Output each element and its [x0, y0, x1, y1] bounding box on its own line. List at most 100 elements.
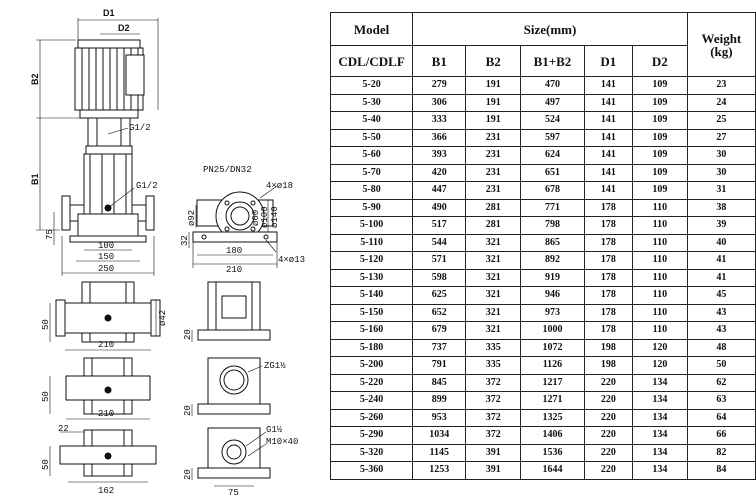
pump-front-view — [61, 39, 155, 243]
dim-d100: ø100 — [260, 206, 270, 228]
cell-d2: 109 — [631, 181, 688, 200]
cell-weight: 24 — [686, 93, 756, 112]
cell-b1b2: 1000 — [520, 321, 585, 340]
cell-b1b2: 865 — [520, 233, 585, 252]
header-b1: B1 — [412, 45, 467, 77]
cell-b1: 393 — [412, 146, 467, 165]
dim-v4-162: 162 — [98, 486, 114, 496]
dim-v4-50: 50 — [41, 459, 51, 470]
dim-v4-75: 75 — [228, 488, 239, 498]
cell-d2: 120 — [631, 356, 688, 375]
dim-210: 210 — [226, 265, 242, 275]
cell-d2: 110 — [631, 303, 688, 322]
cell-weight: 38 — [686, 198, 756, 217]
header-d1: D1 — [583, 45, 633, 77]
cell-weight: 23 — [686, 76, 756, 95]
cell-d1: 141 — [583, 146, 633, 165]
cell-d1: 198 — [583, 338, 633, 357]
cell-b2: 281 — [465, 198, 522, 217]
cell-d1: 198 — [583, 356, 633, 375]
dim-250: 250 — [98, 264, 114, 274]
cell-d2: 134 — [631, 461, 688, 480]
cell-b1: 899 — [412, 391, 467, 410]
cell-model: 5-360 — [329, 461, 414, 480]
cell-b1: 1145 — [412, 443, 467, 462]
cell-b1: 333 — [412, 111, 467, 130]
cell-weight: 39 — [686, 216, 756, 235]
cell-b1: 544 — [412, 233, 467, 252]
header-model: Model — [329, 12, 414, 46]
cell-d2: 109 — [631, 111, 688, 130]
cell-d1: 178 — [583, 216, 633, 235]
cell-b1b2: 892 — [520, 251, 585, 270]
cell-b1: 1034 — [412, 426, 467, 445]
dim-v3-210: 210 — [98, 409, 114, 419]
cell-weight: 43 — [686, 303, 756, 322]
cell-b1b2: 497 — [520, 93, 585, 112]
dim-v4-m: M10×40 — [266, 437, 298, 447]
cell-b1b2: 624 — [520, 146, 585, 165]
cell-b1: 490 — [412, 198, 467, 217]
cell-b2: 321 — [465, 286, 522, 305]
cell-d1: 220 — [583, 443, 633, 462]
cell-d2: 110 — [631, 233, 688, 252]
cell-b2: 231 — [465, 163, 522, 182]
cell-b2: 321 — [465, 251, 522, 270]
header-weight: Weight (kg) — [686, 12, 756, 77]
cell-d2: 109 — [631, 163, 688, 182]
cell-b2: 321 — [465, 233, 522, 252]
cell-d1: 178 — [583, 286, 633, 305]
cell-b1: 791 — [412, 356, 467, 375]
cell-weight: 30 — [686, 146, 756, 165]
dim-v3-zg: ZG1½ — [264, 361, 286, 371]
cell-model: 5-140 — [329, 286, 414, 305]
cell-d1: 178 — [583, 321, 633, 340]
cell-b1: 279 — [412, 76, 467, 95]
base-view-4-right — [197, 427, 271, 479]
main-view-dimension-lines — [36, 18, 159, 276]
cell-b1b2: 919 — [520, 268, 585, 287]
view-2-left-dims — [49, 300, 157, 351]
dim-180: 180 — [226, 246, 242, 256]
cell-weight: 66 — [686, 426, 756, 445]
cell-d2: 110 — [631, 251, 688, 270]
cell-model: 5-290 — [329, 426, 414, 445]
cell-b1: 845 — [412, 373, 467, 392]
cell-model: 5-110 — [329, 233, 414, 252]
cell-model: 5-50 — [329, 128, 414, 147]
cell-d1: 220 — [583, 391, 633, 410]
cell-d1: 141 — [583, 76, 633, 95]
dim-v2-50: 50 — [41, 319, 51, 330]
cell-d1: 178 — [583, 268, 633, 287]
cell-model: 5-160 — [329, 321, 414, 340]
cell-weight: 48 — [686, 338, 756, 357]
dim-d60: ø60 — [251, 210, 261, 226]
cell-model: 5-320 — [329, 443, 414, 462]
cell-weight: 27 — [686, 128, 756, 147]
dim-75: 75 — [45, 229, 55, 240]
cell-b2: 391 — [465, 461, 522, 480]
dim-g12-lower: G1/2 — [136, 181, 158, 191]
cell-model: 5-20 — [329, 76, 414, 95]
cell-d1: 178 — [583, 303, 633, 322]
dim-g12-upper: G1/2 — [129, 123, 151, 133]
dim-pn25-dn32: PN25/DN32 — [203, 165, 252, 175]
cell-b1: 306 — [412, 93, 467, 112]
cell-b1: 571 — [412, 251, 467, 270]
header-b1-b2: B1+B2 — [520, 45, 585, 77]
cell-weight: 50 — [686, 356, 756, 375]
dim-v4-20: 20 — [183, 469, 193, 480]
cell-b2: 191 — [465, 93, 522, 112]
cell-b2: 391 — [465, 443, 522, 462]
cell-d1: 141 — [583, 111, 633, 130]
